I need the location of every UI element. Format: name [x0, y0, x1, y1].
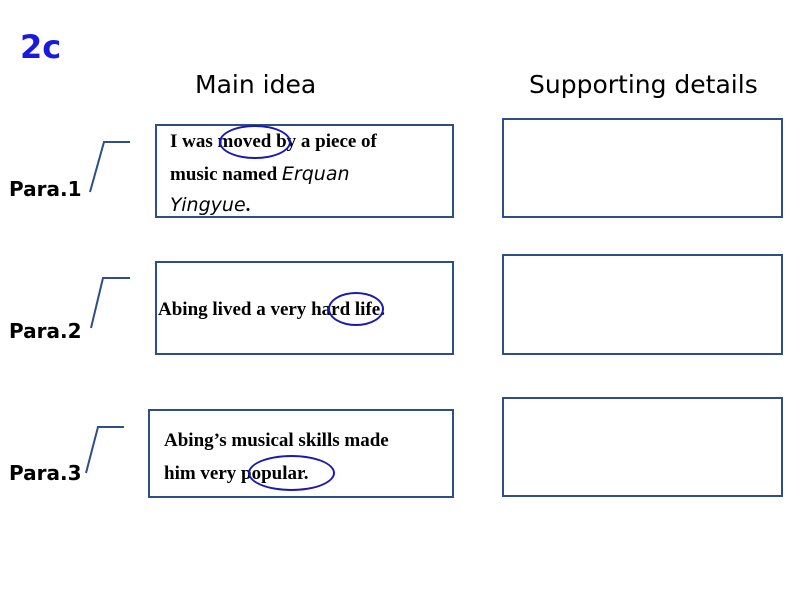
para-1-main-idea-box	[155, 124, 454, 218]
para-1-bracket	[89, 141, 130, 193]
para-3-label: Para.3	[9, 461, 82, 485]
para-3-details-box[interactable]	[502, 397, 783, 497]
para-1-label: Para.1	[9, 177, 82, 201]
text-segment: him very	[164, 463, 242, 484]
para-1-line-2: music named Erquan	[170, 158, 377, 191]
section-tag: 2c	[20, 28, 62, 66]
para-2-details-box[interactable]	[502, 254, 783, 355]
song-title: Yingyue	[170, 194, 246, 216]
para-3-line-1: Abing’s musical skills made	[164, 430, 389, 451]
text-segment: Abing lived a very	[158, 299, 312, 320]
popular-highlight-circle	[248, 455, 335, 491]
para-3-bracket	[85, 426, 124, 474]
text-segment: I was	[170, 131, 218, 152]
para-1-line-3: Yingyue.	[170, 189, 377, 222]
para-2-label: Para.2	[9, 319, 82, 343]
hard-highlight-circle	[328, 292, 384, 326]
para-2-main-idea-box	[155, 261, 454, 355]
text-segment: by a piece of	[271, 131, 377, 152]
para-1-main-idea-text: I was moved by a piece of music named Er…	[170, 125, 377, 222]
main-idea-header: Main idea	[195, 70, 317, 99]
para-2-bracket	[90, 277, 130, 329]
text-segment: .	[245, 195, 251, 216]
text-segment: music named	[170, 164, 282, 185]
supporting-details-header: Supporting details	[529, 70, 758, 99]
moved-highlight-circle	[219, 125, 291, 159]
para-1-details-box[interactable]	[502, 118, 783, 218]
song-title: Erquan	[281, 163, 350, 185]
